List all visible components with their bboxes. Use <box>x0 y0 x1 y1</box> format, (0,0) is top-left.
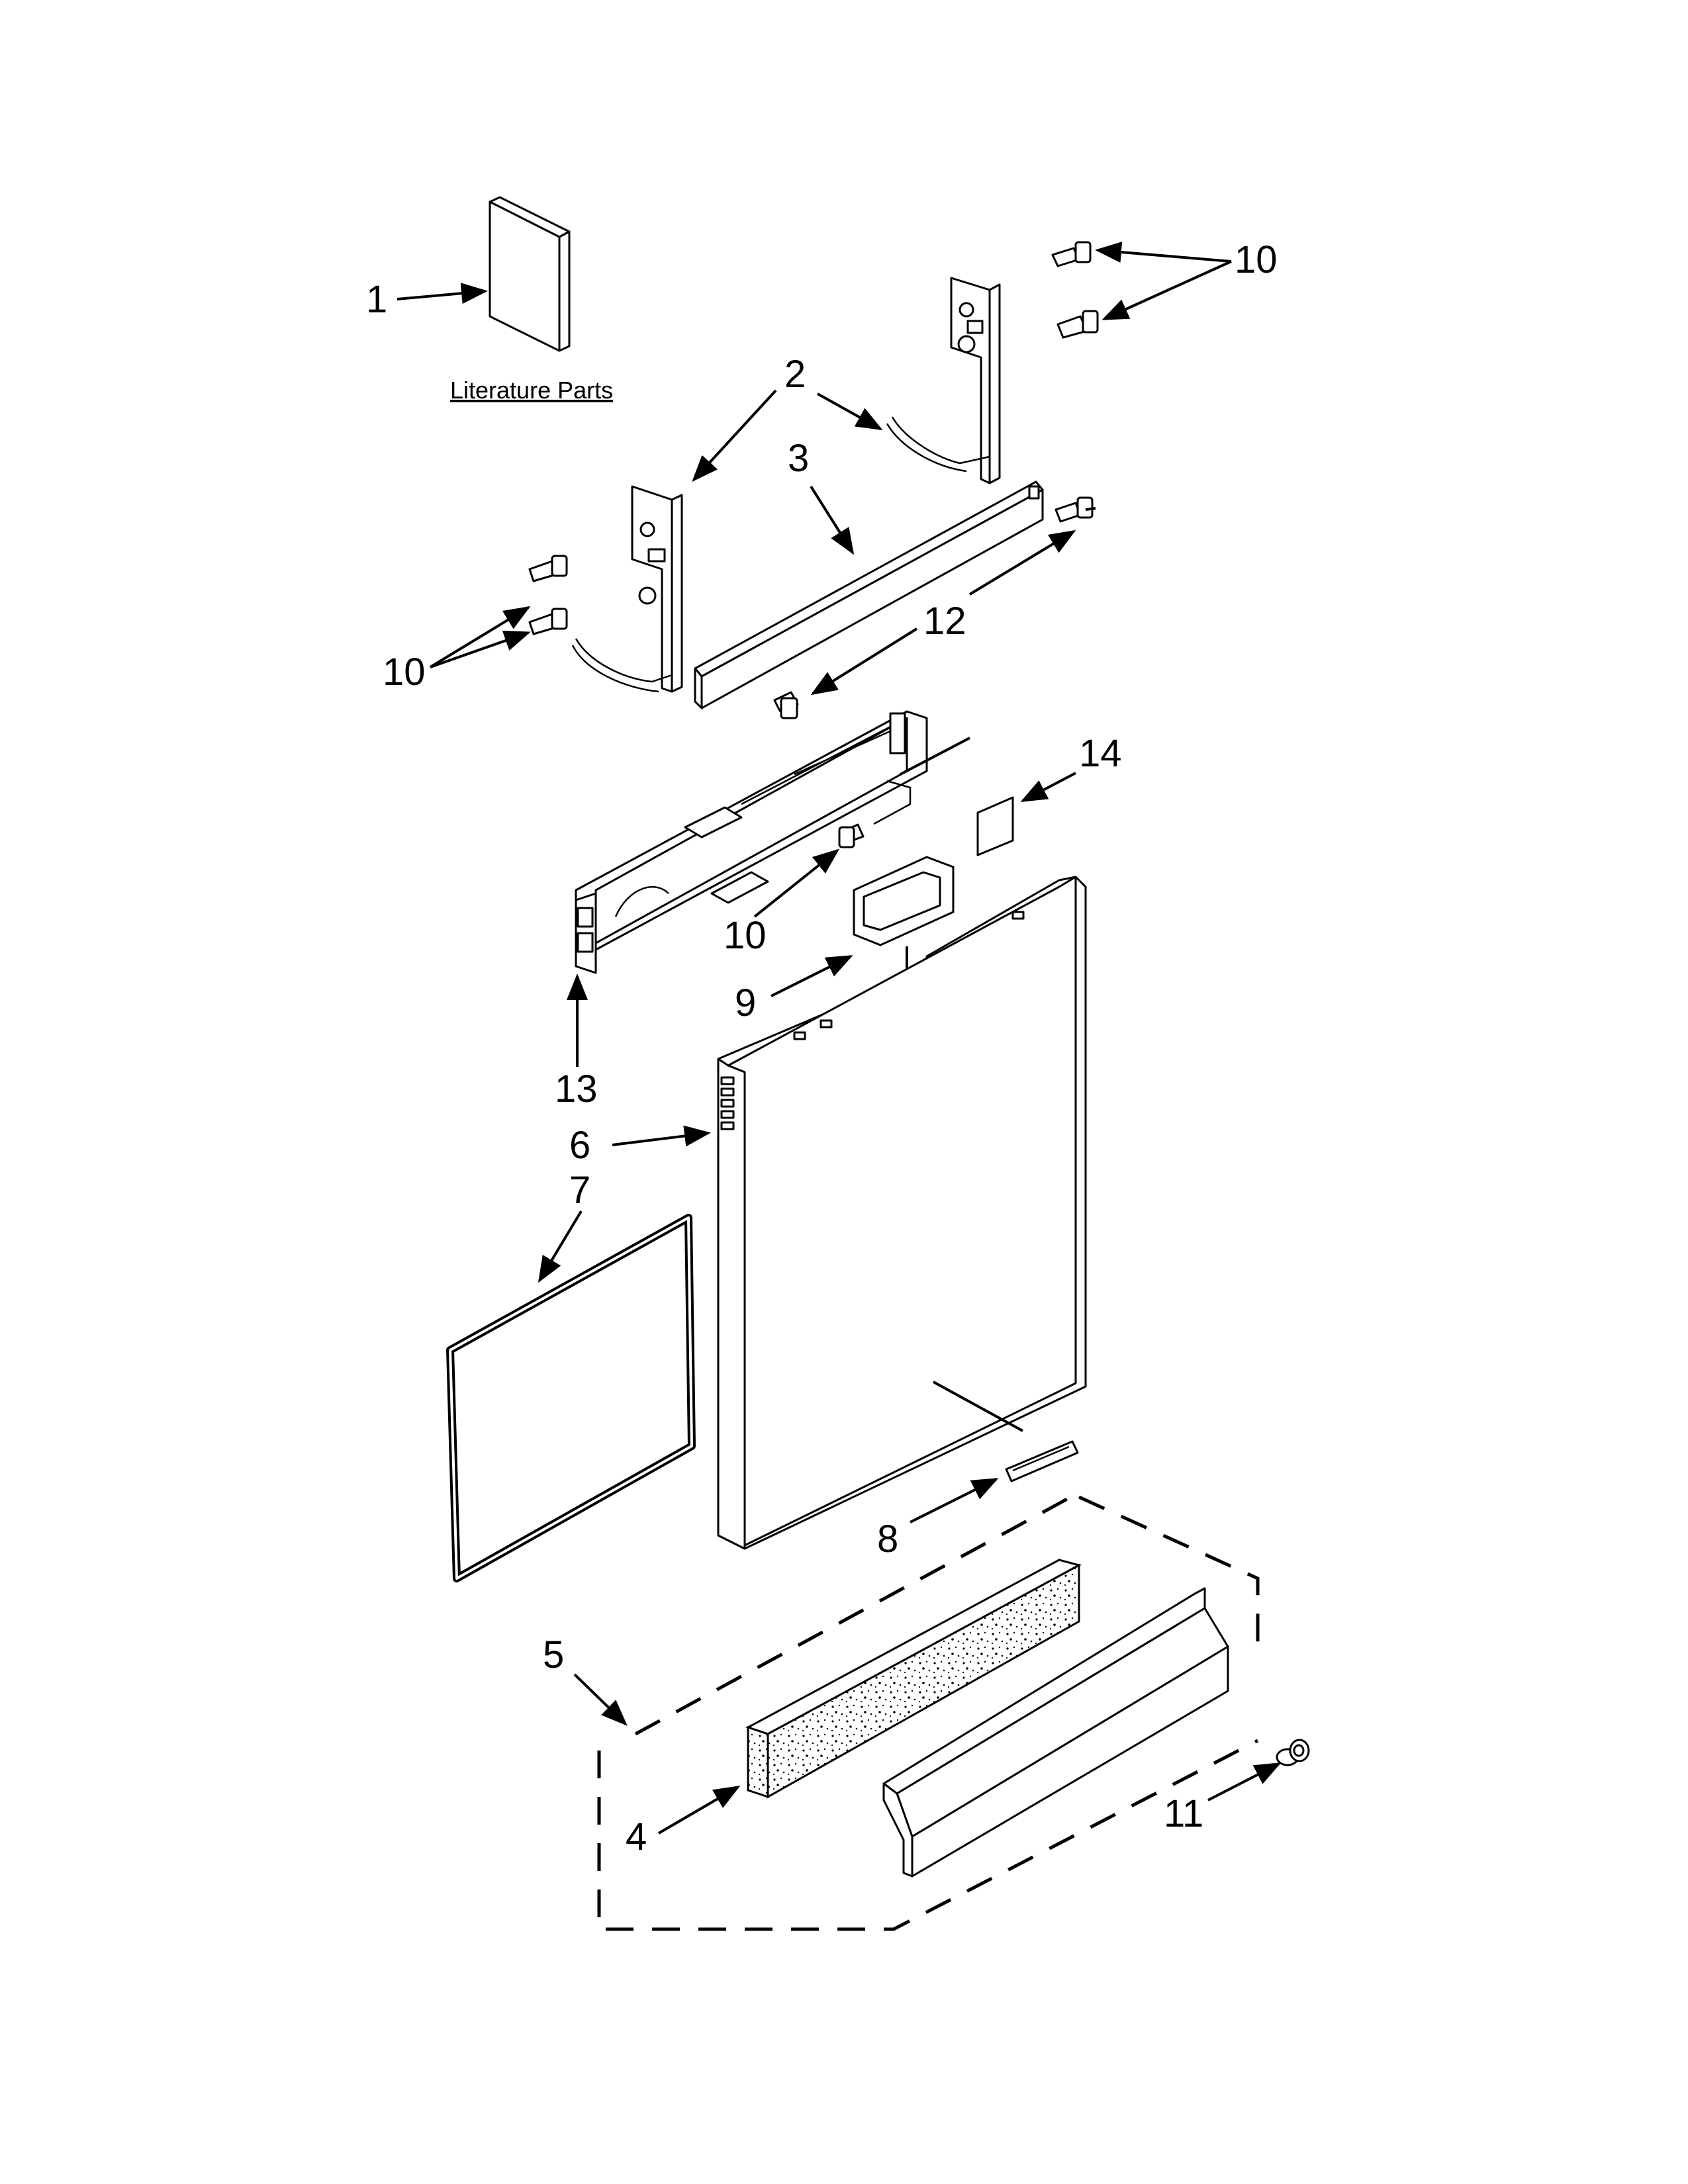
leader-12a <box>968 529 1076 596</box>
leader-9 <box>771 955 853 997</box>
leader-3 <box>810 485 855 555</box>
screw-console <box>838 823 865 848</box>
toe-kick-panel-part <box>882 1587 1229 1878</box>
leader-2b <box>817 392 883 430</box>
literature-book-part <box>489 196 571 352</box>
callout-14: 14 <box>1079 732 1122 775</box>
kit-outline <box>597 1492 1260 1931</box>
screw-top-2 <box>1056 310 1099 339</box>
leader-1 <box>397 283 488 304</box>
foam-block-part <box>745 1559 1082 1799</box>
door-vent-slots <box>720 1076 735 1130</box>
leader-12b <box>810 627 918 696</box>
badge-line <box>933 1381 1023 1432</box>
callout-7: 7 <box>569 1169 590 1212</box>
literature-parts-label: Literature Parts <box>450 377 613 404</box>
callout-6: 6 <box>569 1124 590 1167</box>
screw-top-1 <box>1051 241 1092 267</box>
callout-3: 3 <box>788 437 809 480</box>
leader-12-hint <box>1085 507 1096 511</box>
screw-channel-right <box>1055 496 1094 523</box>
callout-9: 9 <box>735 981 756 1024</box>
callout-4: 4 <box>626 1815 647 1858</box>
leader-5 <box>573 1673 628 1726</box>
leader-7 <box>538 1210 583 1283</box>
callout-10-top: 10 <box>1235 238 1278 281</box>
leader-8 <box>910 1478 999 1524</box>
top-channel-part <box>694 480 1044 709</box>
callout-10-mid: 10 <box>724 914 767 957</box>
gasket-part <box>446 1214 696 1582</box>
control-console-part <box>575 710 970 974</box>
leader-14 <box>1020 772 1076 802</box>
hinge-bracket-left <box>571 485 683 693</box>
hinge-bracket-right <box>886 277 1001 484</box>
door-handle-part <box>853 856 955 986</box>
callout-1: 1 <box>366 278 387 321</box>
leader-10-left-b <box>430 630 531 668</box>
foot-fastener-part <box>1276 1739 1310 1766</box>
callout-12: 12 <box>923 600 966 643</box>
callout-10-left: 10 <box>383 651 426 694</box>
leader-10-left-a <box>429 606 531 668</box>
badge-part <box>1005 1440 1079 1482</box>
callout-5: 5 <box>543 1633 564 1676</box>
leader-10-top-b <box>1102 260 1232 320</box>
leader-10-mid <box>753 848 840 918</box>
leader-6 <box>612 1125 711 1147</box>
screw-channel-left <box>773 691 799 719</box>
screw-left-2 <box>528 608 568 635</box>
callout-8: 8 <box>877 1518 898 1561</box>
console-tab-line <box>900 737 970 776</box>
screw-left-1 <box>528 555 568 582</box>
leader-10-top-a <box>1095 242 1232 263</box>
door-panel-part <box>717 876 1087 1550</box>
leader-2a <box>692 389 777 482</box>
label-pad-part <box>976 796 1014 856</box>
callout-2: 2 <box>784 353 806 396</box>
leader-4 <box>657 1785 741 1835</box>
callout-11: 11 <box>1164 1792 1203 1835</box>
callout-13: 13 <box>555 1068 598 1111</box>
leader-11 <box>1207 1762 1282 1801</box>
